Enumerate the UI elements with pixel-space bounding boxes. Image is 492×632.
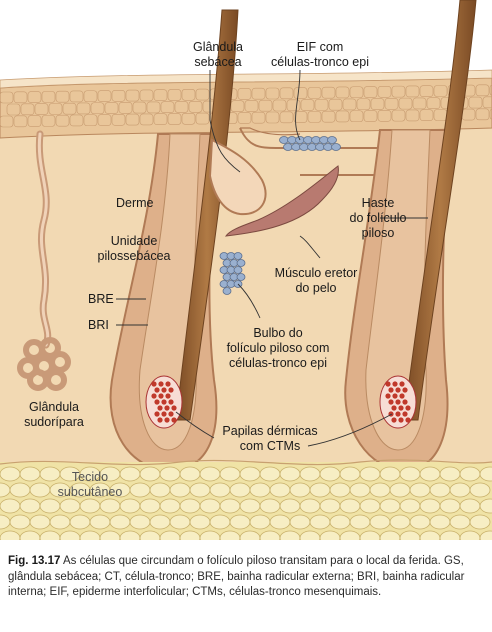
dermal-papilla-right — [379, 375, 417, 429]
label-papillae-line2: com CTMs — [239, 439, 301, 453]
label-bulb-line3: células-tronco epi — [229, 356, 327, 370]
label-unit-line2: pilossebácea — [97, 249, 171, 263]
stratum-corneum — [0, 69, 492, 89]
eif-stem-cells — [279, 136, 341, 151]
label-hair-shaft: Haste do folículo piloso — [338, 196, 418, 241]
label-sweat-line2: sudorípara — [24, 415, 84, 429]
label-eif: EIF com células-tronco epi — [255, 40, 385, 70]
dermal-papilla-left — [145, 375, 183, 429]
label-unit-line1: Unidade — [110, 234, 158, 248]
label-sweat-gland: Glândula sudorípara — [14, 400, 94, 430]
figure-number: Fig. 13.17 — [8, 555, 61, 567]
label-eif-line2: células-tronco epi — [271, 55, 369, 69]
dermis-subcutis-border — [0, 459, 492, 466]
label-subcutaneous-line2: subcutâneo — [57, 485, 123, 499]
skin-diagram — [0, 0, 492, 540]
label-bulb-line2: folículo piloso com — [226, 341, 330, 355]
label-bri: BRI — [88, 318, 109, 332]
label-hair-shaft-line1: Haste — [361, 196, 395, 210]
label-bre: BRE — [88, 292, 114, 306]
label-muscle-line2: do pelo — [295, 281, 337, 295]
label-derme: Derme — [116, 196, 154, 210]
eif-to-right — [240, 127, 301, 136]
sweat-gland-coil — [17, 337, 71, 391]
caption-text: As células que circundam o folículo pilo… — [8, 555, 465, 598]
sweat-gland-duct-inner — [37, 132, 50, 347]
figure-caption: Fig. 13.17 As células que circundam o fo… — [8, 554, 484, 601]
label-pilosebaceous-unit: Unidade pilossebácea — [86, 234, 182, 264]
label-hair-shaft-line2: do folículo — [349, 211, 407, 225]
label-sebaceous-gland-line2: sebácea — [194, 55, 242, 69]
label-arrector-muscle: Músculo eretor do pelo — [266, 266, 366, 296]
sebaceous-gland — [208, 138, 267, 216]
label-dermal-papillae: Papilas dérmicas com CTMs — [218, 424, 322, 454]
label-bulb-line1: Bulbo do — [253, 326, 303, 340]
label-sebaceous-gland-line1: Glândula — [192, 40, 244, 54]
label-hair-shaft-line3: piloso — [361, 226, 395, 240]
label-sweat-line1: Glândula — [28, 400, 80, 414]
leader-lines — [116, 69, 428, 447]
label-muscle-line1: Músculo eretor — [274, 266, 358, 280]
bulge-stem-cells — [219, 252, 246, 295]
label-eif-line1: EIF com — [296, 40, 344, 54]
label-subcutaneous: Tecido subcutâneo — [50, 470, 130, 500]
hair-shaft-right — [403, 0, 477, 421]
label-follicle-bulb: Bulbo do folículo piloso com células-tro… — [218, 326, 338, 371]
arrector-pili-muscle — [224, 165, 339, 237]
hair-shaft-left — [175, 9, 239, 421]
label-sebaceous-gland: Glândula sebácea — [178, 40, 258, 70]
fat-lobules — [0, 466, 492, 540]
label-subcutaneous-line1: Tecido — [71, 470, 109, 484]
label-papillae-line1: Papilas dérmicas — [222, 424, 318, 438]
